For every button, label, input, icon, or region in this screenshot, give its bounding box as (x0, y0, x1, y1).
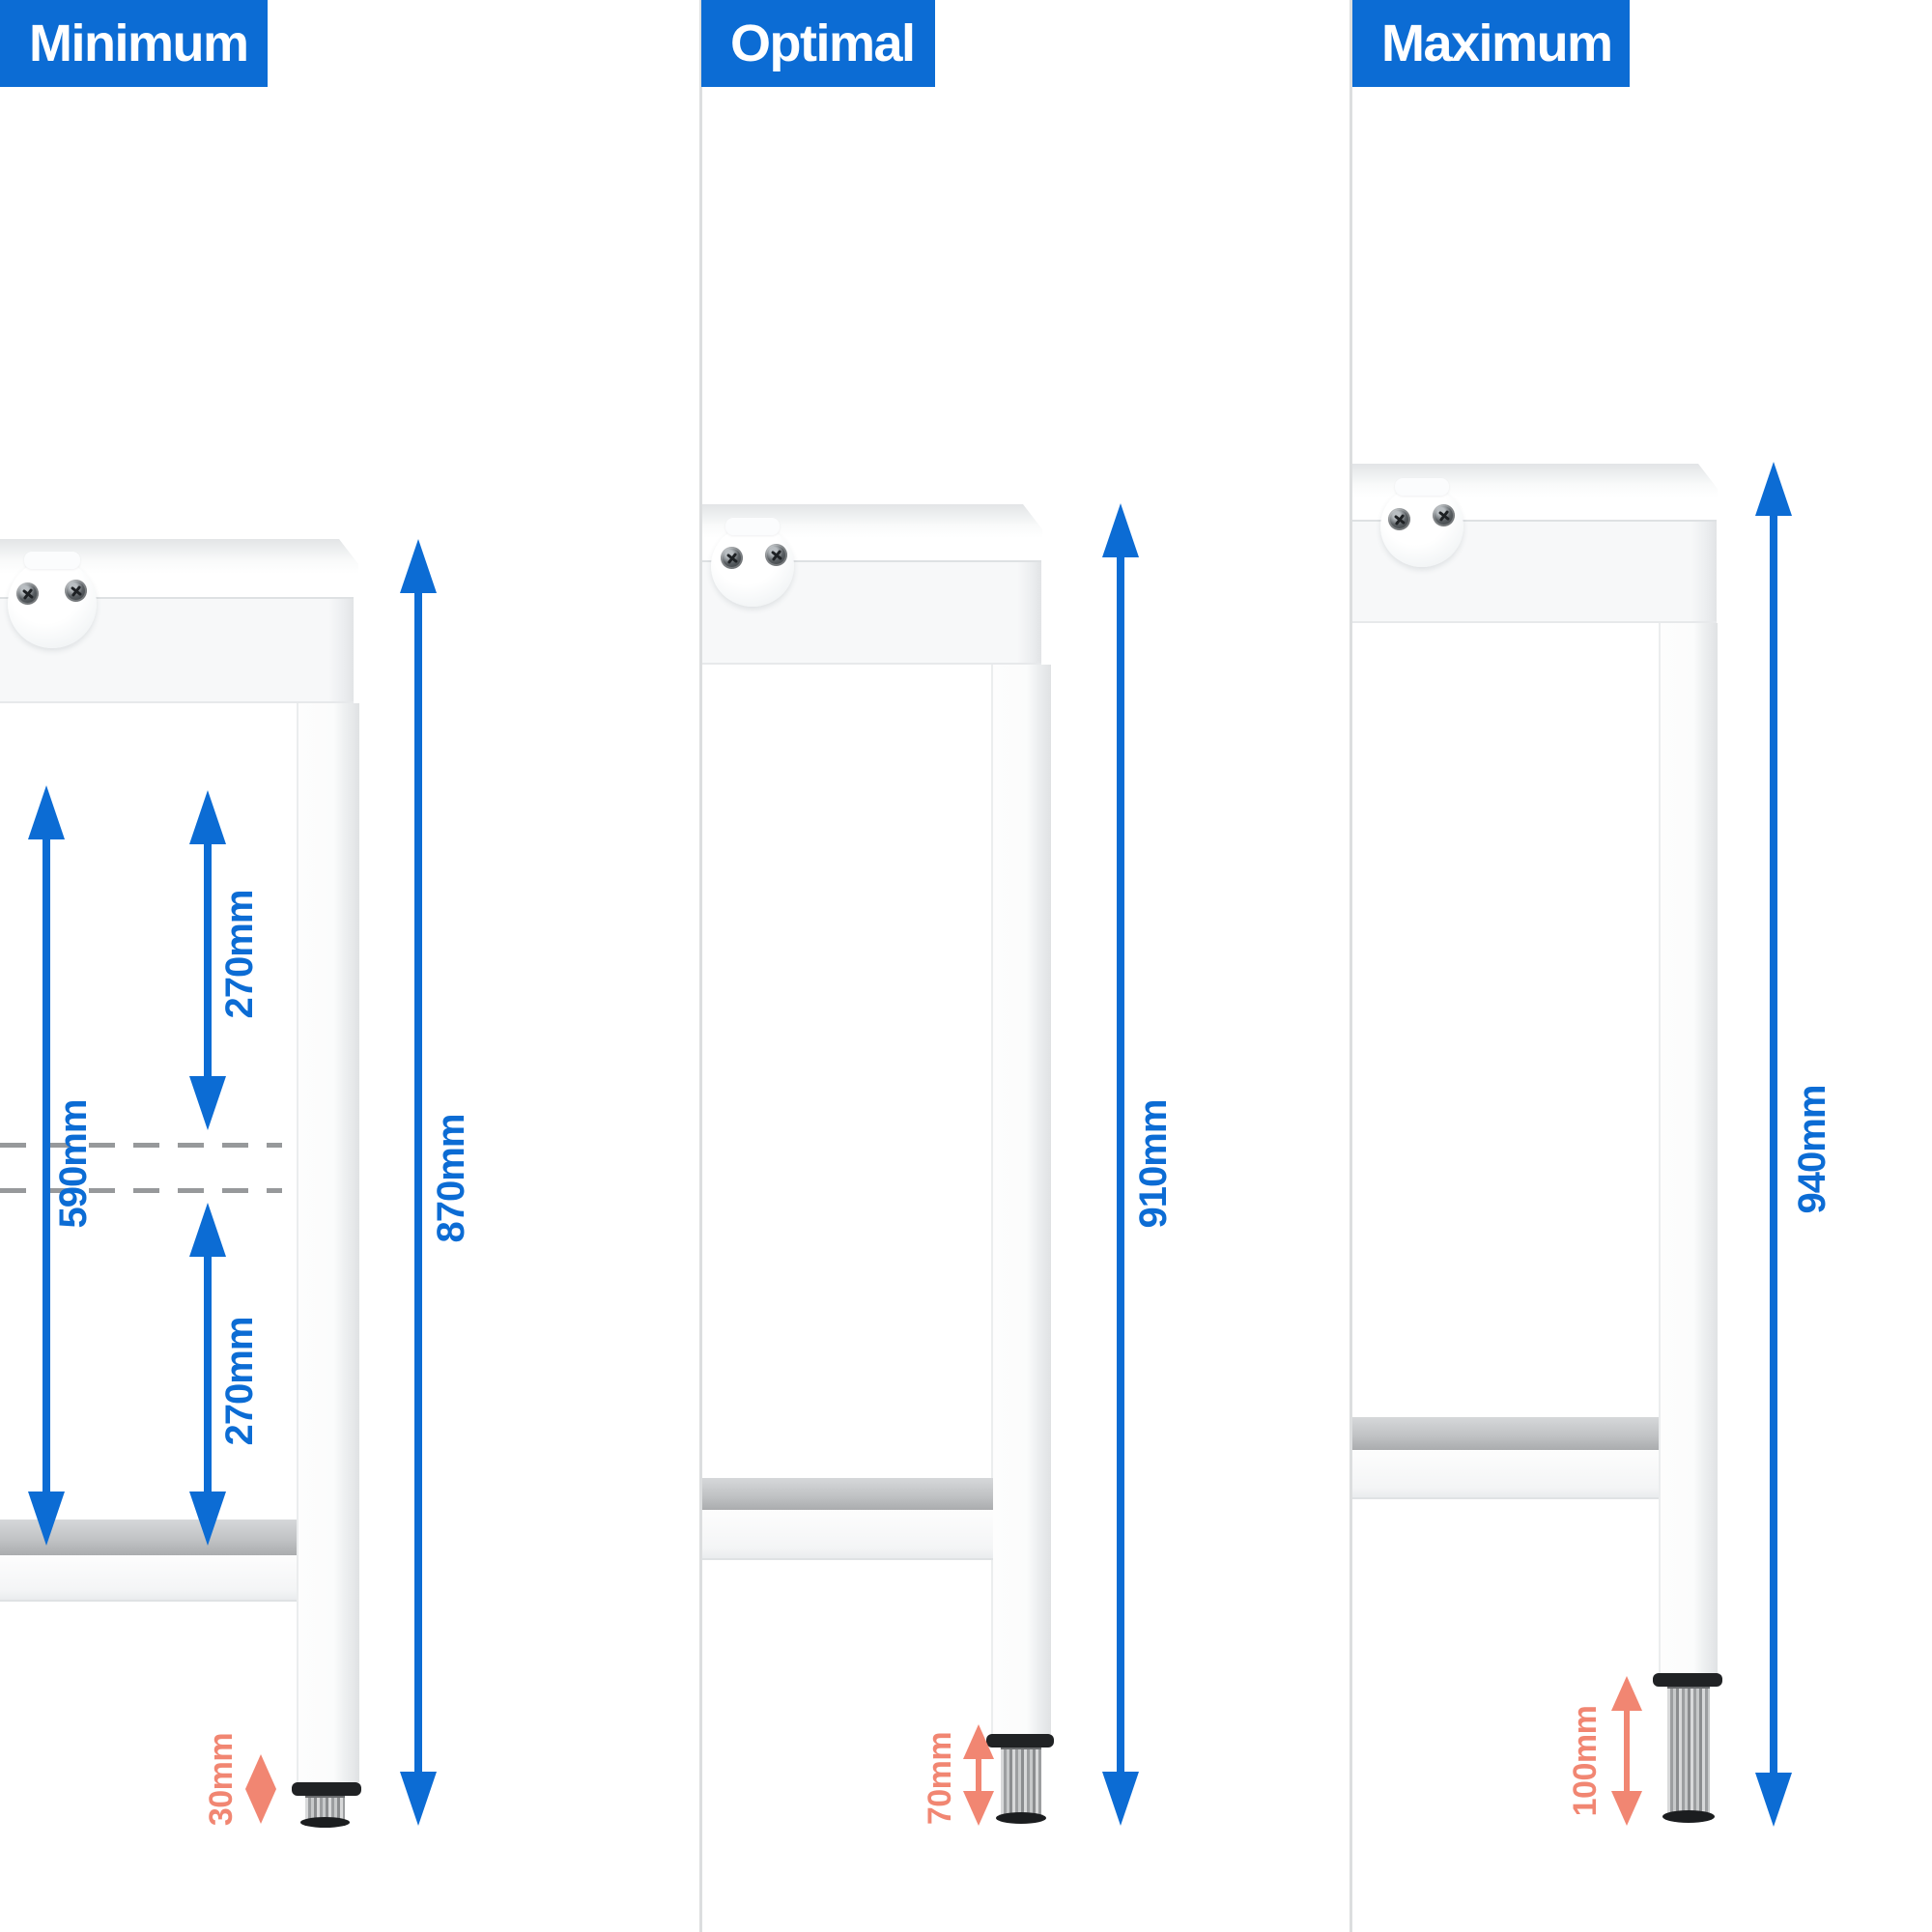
foot-adjustment-arrow (244, 1754, 277, 1824)
dimension-label-total-height: 940mm (1791, 1085, 1833, 1214)
table-leg (297, 703, 359, 1782)
undershelf-front (1352, 1450, 1659, 1499)
mounting-bracket (8, 552, 97, 648)
foot-mount (292, 1782, 361, 1796)
dimension-arrow-upper-clearance (186, 790, 229, 1130)
foot-adjustment-arrow (962, 1724, 995, 1826)
undershelf-front (0, 1555, 297, 1602)
foot-base (1662, 1810, 1715, 1823)
screw-icon (721, 547, 743, 569)
dimension-label-total-height: 910mm (1132, 1099, 1175, 1229)
dimension-arrow-total-height (1099, 503, 1142, 1826)
screw-icon (765, 544, 787, 566)
foot-mount (986, 1734, 1054, 1747)
screw-icon (1433, 504, 1455, 526)
panel-divider (1350, 0, 1352, 1932)
dimension-arrow-shelf-spacing (25, 785, 68, 1546)
screw-icon (16, 582, 39, 605)
panel-divider (699, 0, 702, 1932)
dimension-label-total-height: 870mm (430, 1114, 472, 1243)
adjustable-foot (305, 1796, 345, 1821)
foot-adjustment-arrow (1610, 1676, 1643, 1826)
dimension-label-shelf-spacing: 590mm (52, 1099, 95, 1229)
panel-title-label: Optimal (730, 14, 916, 72)
dimension-arrow-total-height (397, 539, 440, 1826)
dimension-arrow-total-height (1752, 462, 1795, 1827)
table-leg (1659, 623, 1718, 1673)
panel-title-label: Minimum (29, 14, 249, 72)
undershelf-front (702, 1510, 993, 1560)
shelf-position-dashed-line (0, 1188, 282, 1193)
table-leg (991, 665, 1051, 1734)
panel-title-optimal: Optimal (701, 0, 935, 87)
dimension-arrow-lower-clearance (186, 1203, 229, 1546)
screw-icon (1388, 508, 1410, 530)
foot-adjustment-label: 70mm (922, 1731, 958, 1826)
panel-title-minimum: Minimum (0, 0, 268, 87)
foot-adjustment-label: 30mm (203, 1732, 240, 1827)
dimension-label-upper-clearance: 270mm (218, 890, 261, 1019)
adjustable-foot (1667, 1687, 1710, 1814)
dimension-label-lower-clearance: 270mm (218, 1317, 261, 1446)
foot-adjustment-label: 100mm (1567, 1705, 1604, 1817)
panel-title-label: Maximum (1381, 14, 1613, 72)
foot-mount (1653, 1673, 1722, 1687)
shelf-position-dashed-line (0, 1143, 282, 1148)
adjustable-foot (1001, 1747, 1041, 1815)
panel-title-maximum: Maximum (1352, 0, 1630, 87)
undershelf-top (1352, 1417, 1659, 1450)
undershelf-top (702, 1478, 993, 1510)
screw-icon (65, 580, 87, 602)
foot-base (300, 1817, 350, 1828)
foot-base (996, 1812, 1046, 1824)
